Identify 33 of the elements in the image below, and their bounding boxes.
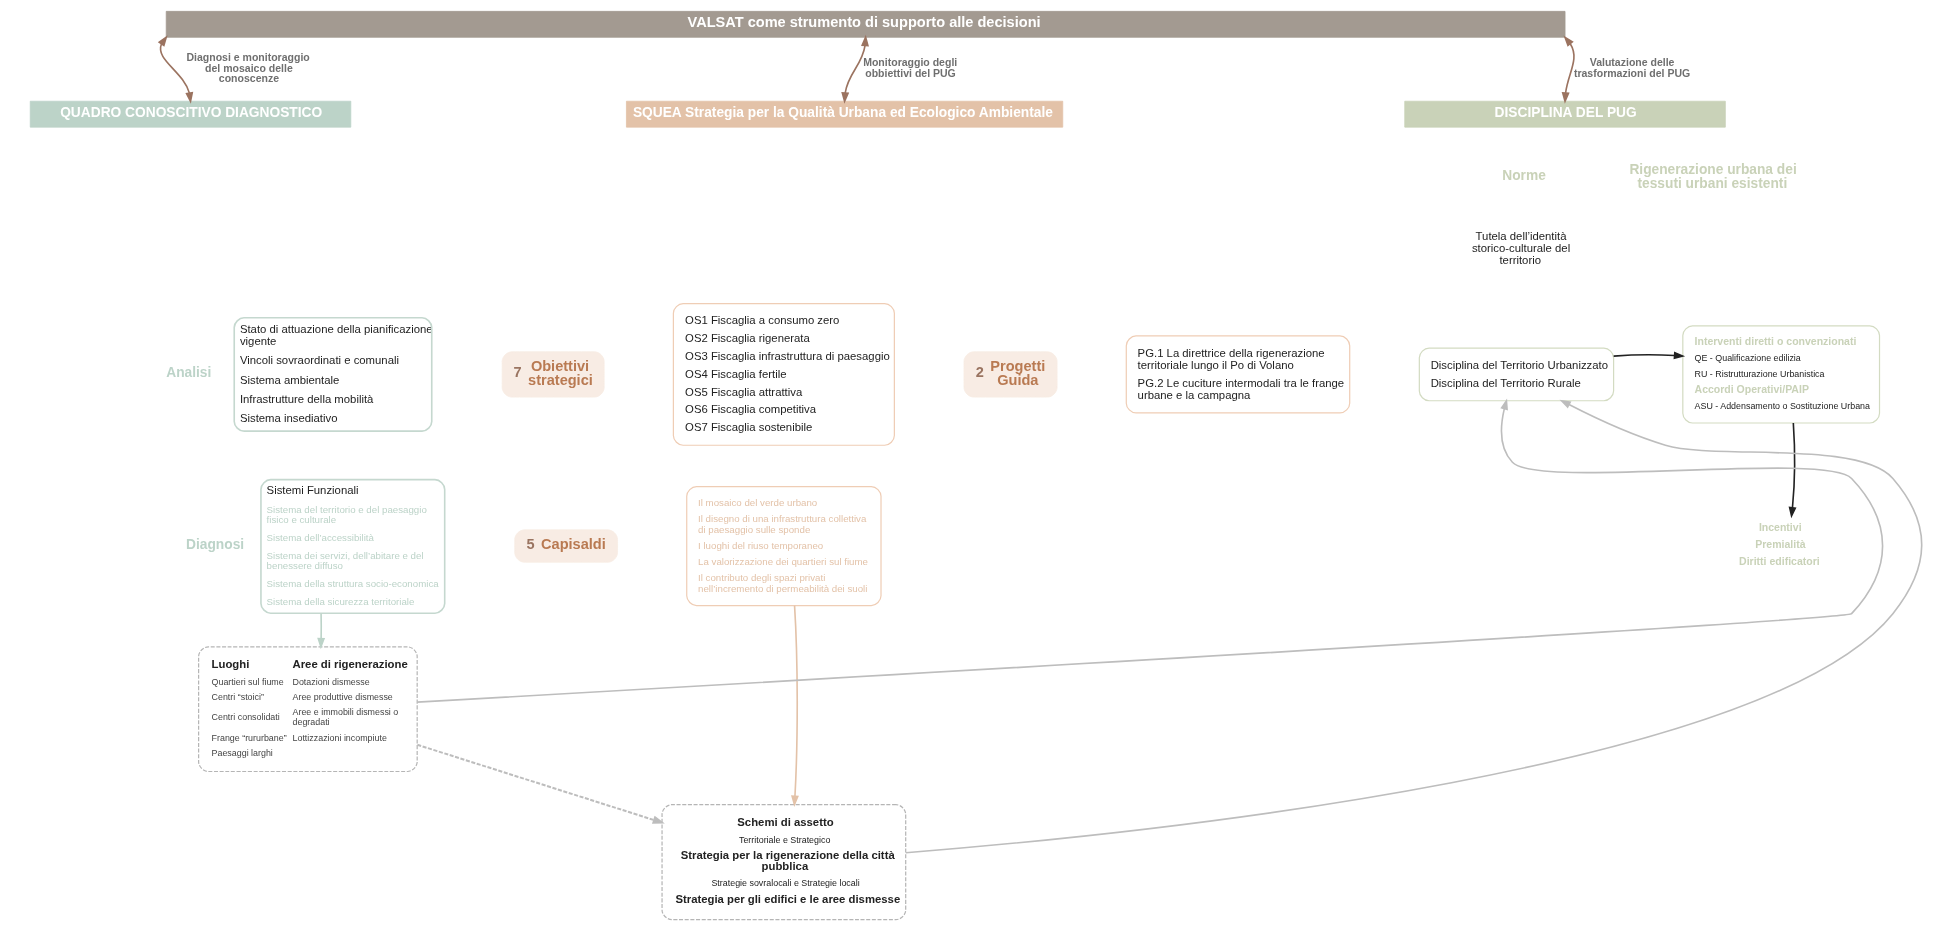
node-label: Analisi (165, 364, 211, 380)
arrow (1612, 351, 1685, 360)
node-box: Sistemi Funzionali Sistema del territorio e del paesaggio fisico e culturale Sistema dell’accessibilità Sistema dei servizi, dell’abitare e del benessere diffuso Sistema della struttura socio-economica Sistema della sicurezza territoriale (259, 478, 445, 615)
arrow (157, 35, 193, 104)
node-label: Diagnosi (185, 536, 244, 552)
arrow (416, 743, 665, 824)
node-box: Luoghi Aree di rigenerazione Quartieri sul fiume Dotazioni dismesse Centri “stoici” Aree produttive dismesse Centri consolidati Aree e immobili dismessi o degradati Frange “rururbane” Lottizzazioni incompiute Paesaggi larghi (197, 646, 418, 773)
arrow (316, 612, 325, 650)
node-text: Incentivi Premialità Diritti edificatori (1738, 520, 1820, 567)
node-box: Il mosaico del verde urbano Il disegno di una infrastruttura collettiva di paesaggio sulle sponde I luoghi del riuso temporaneo La valorizzazione dei quartieri sul fiume Il contributo degli spazi privati nell’incremento di permeabilità dei suoli (685, 485, 882, 607)
node-box: DISCIPLINA DEL PUG (1403, 100, 1726, 128)
node-box: VALSAT come strumento di supporto alle decisioni (165, 10, 1565, 38)
label: Norme (1501, 167, 1546, 183)
node-box: QUADRO CONOSCITIVO DIAGNOSTICO (29, 100, 351, 128)
arrow (904, 399, 1922, 854)
arrow (415, 398, 1883, 703)
label: Tutela dell’identità storico-culturale del territorio (1471, 229, 1570, 267)
edge-label: Monitoraggio degli obbiettivi del PUG (862, 56, 957, 79)
node-box: OS1 Fiscaglia a consumo zero OS2 Fiscaglia rigenerata OS3 Fiscaglia infrastruttura di paesaggio OS4 Fiscaglia fertile OS5 Fiscaglia attrattiva OS6 Fiscaglia competitiva OS7 Fiscaglia sostenibile (672, 303, 895, 446)
node-box: Disciplina del Territorio Urbanizzato Disciplina del Territorio Rurale (1418, 347, 1614, 402)
node-box: Stato di attuazione della pianificazione vigente Vincoli sovraordinati e comunali Sistema ambientale Infrastrutture della mobilità Sistema insediativo (232, 316, 433, 432)
node-box: PG.1 La direttrice della rigenerazione territoriale lungo il Po di Volano PG.2 Le cuciture intermodali tra le frange urbane e la campagna (1125, 335, 1350, 414)
arrow (1788, 422, 1796, 519)
edge-label: Diagnosi e monitoraggio del mosaico delle conoscenze (185, 51, 310, 85)
node-box: Interventi diretti o convenzionati QE - Qualificazione edilizia RU - Ristrutturazione Urbanistica Accordi Operativi/PAIP ASU - Addensamento o Sostituzione Urbana (1681, 325, 1880, 424)
node-box: SQUEA Strategia per la Qualità Urbana ed Ecologico Ambientale (625, 100, 1063, 128)
arrow (840, 34, 869, 104)
edge-label: Valutazione delle trasformazioni del PUG (1573, 56, 1690, 79)
node-box: Schemi di assetto Territoriale e Strategico Strategia per la rigenerazione della città pubblica Strategie sovralocali e Strategie locali Strategia per gli edifici e le aree dismesse (660, 804, 906, 921)
node-box: 5 Capisaldi (513, 529, 618, 563)
arrow (1561, 35, 1575, 104)
arrow (790, 604, 799, 807)
label: Rigenerazione urbana dei tessuti urbani esistenti (1628, 161, 1797, 191)
